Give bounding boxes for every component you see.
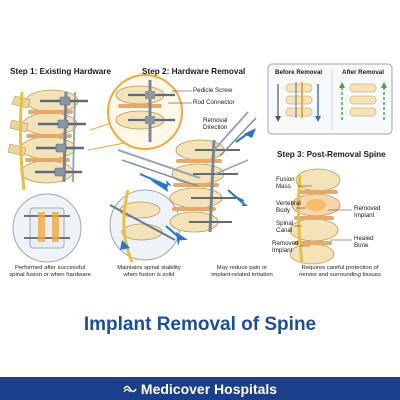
removed-right-label: Removed xyxy=(354,205,380,212)
direction-label: Direction xyxy=(203,124,227,131)
main-title: Implant Removal of Spine xyxy=(0,314,400,336)
step3-title: Step 3: Post-Removal Spine xyxy=(277,150,386,159)
vertebral-body-label: Vertebral Body xyxy=(276,200,301,214)
step2-caption-line2: when fusion is solid xyxy=(104,272,194,279)
step1-caption-line1: Performed after successful xyxy=(2,265,98,272)
implant-right-label: Implant xyxy=(354,212,380,219)
healed-label: Healed xyxy=(354,235,374,242)
after-removal-label: After Removal xyxy=(342,69,384,76)
before-removal-label: Before Removal xyxy=(275,69,322,76)
medicover-logo-icon xyxy=(123,383,137,395)
step1-caption-line2: spinal fusion or when hardware xyxy=(2,272,98,279)
step1-title: Step 1: Existing Hardware xyxy=(10,67,111,76)
removed-implant-left-label: Removed Implant xyxy=(272,240,298,254)
fusion-mass-label: Fusion Mass xyxy=(276,176,295,190)
middle-caption-line2: implant-related irritation xyxy=(200,272,284,279)
canal-label: Canal xyxy=(276,227,293,234)
step2-caption-line1: Maintains spinal stability xyxy=(104,265,194,272)
fusion-label: Fusion xyxy=(276,176,295,183)
removal-label: Removal xyxy=(203,117,227,124)
removal-direction-label: Removal Direction xyxy=(203,117,227,131)
step2-detail-circle xyxy=(110,190,180,262)
step3-caption: Requires careful protection of nerves an… xyxy=(282,265,398,280)
step2-caption: Maintains spinal stability when fusion i… xyxy=(104,265,194,280)
spinal-canal-label: Spinal Canal xyxy=(276,220,293,234)
body-label: Body xyxy=(276,207,301,214)
implant-left-label: Implant xyxy=(272,247,298,254)
step3-caption-line1: Requires careful protection of xyxy=(282,265,398,272)
step3-caption-line2: nerves and surrounding tissues xyxy=(282,272,398,279)
rod-connector-label: Rod Connector xyxy=(193,99,235,106)
step3-spine xyxy=(290,169,352,264)
bone-label: Bone xyxy=(354,242,374,249)
middle-caption: May reduce pain or implant-related irrit… xyxy=(200,265,284,280)
removed-implant-right-label: Removed Implant xyxy=(354,205,380,219)
step2-magnifier xyxy=(88,75,192,150)
middle-caption-line1: May reduce pain or xyxy=(200,265,284,272)
spinal-label: Spinal xyxy=(276,220,293,227)
footer-brand: Medicover Hospitals xyxy=(141,381,277,397)
removed-left-label: Removed xyxy=(272,240,298,247)
step1-detail-circle xyxy=(13,194,81,262)
step1-spine xyxy=(8,90,88,190)
mass-label: Mass xyxy=(276,183,295,190)
step2-title: Step 2: Hardware Removal xyxy=(142,67,245,76)
step1-caption: Performed after successful spinal fusion… xyxy=(2,265,98,280)
healed-bone-label: Healed Bone xyxy=(354,235,374,249)
footer-banner: Medicover Hospitals xyxy=(0,377,400,400)
pedicle-screw-label: Pedicle Screw xyxy=(193,87,232,94)
vertebral-label: Vertebral xyxy=(276,200,301,207)
